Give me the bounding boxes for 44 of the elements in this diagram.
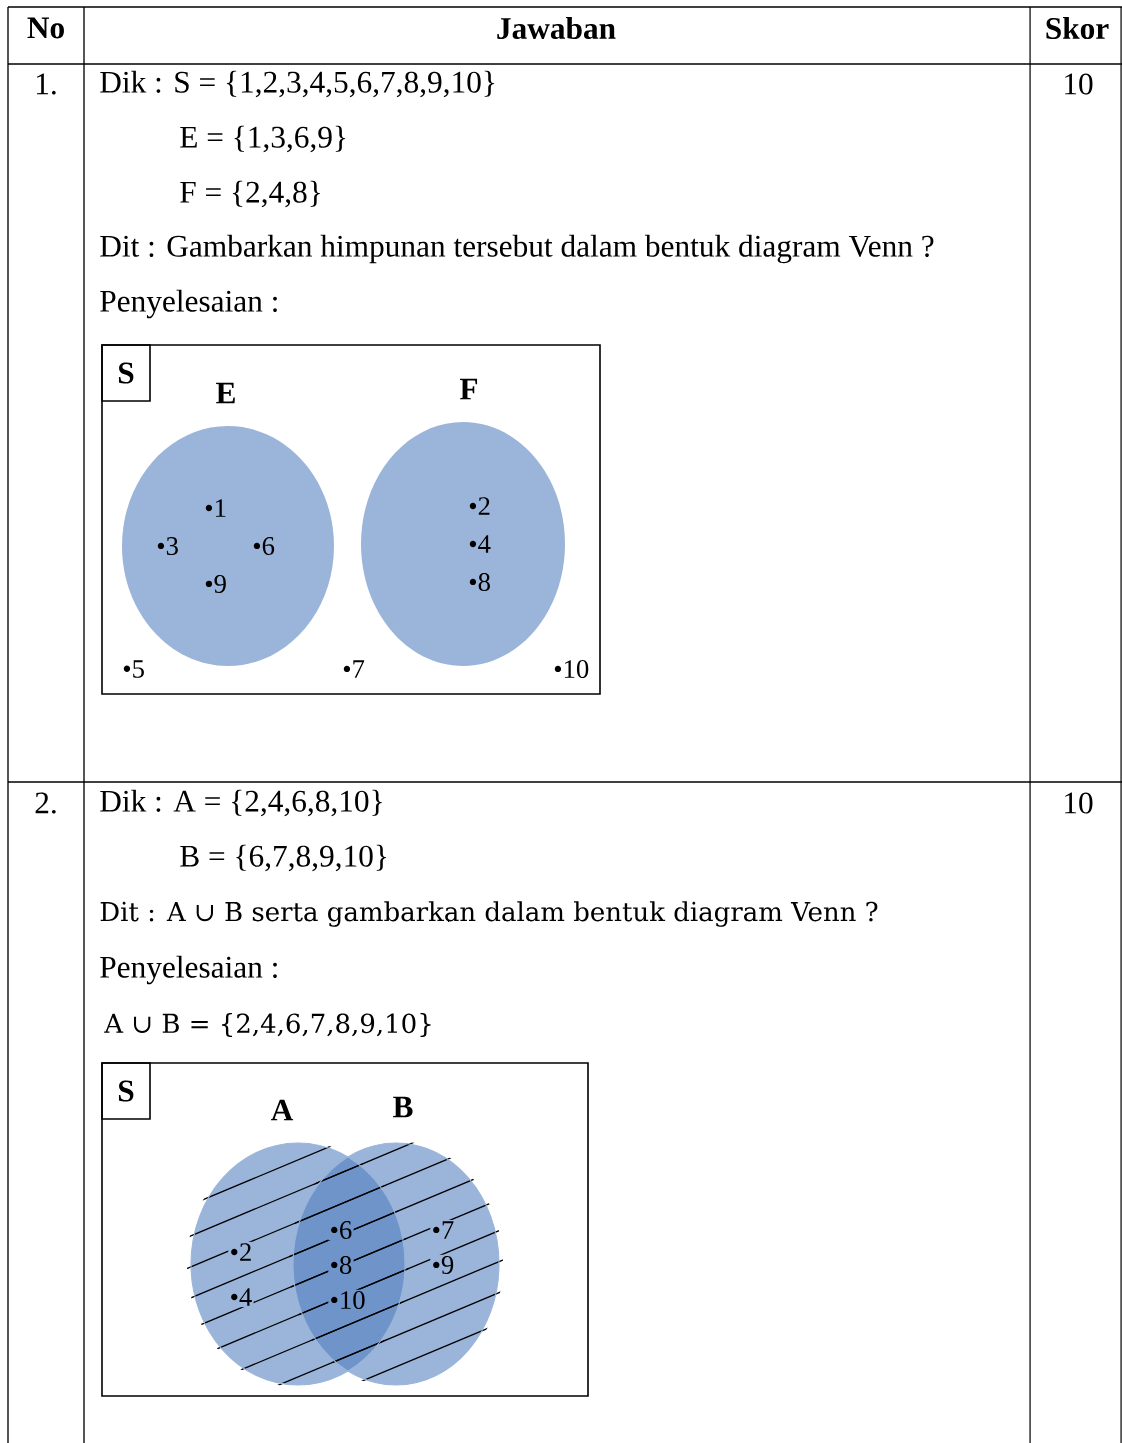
set-element: •4 xyxy=(469,535,491,553)
column-header: No xyxy=(27,17,64,39)
set-element: •8 xyxy=(469,573,490,591)
answer-text: F = {2,4,8} xyxy=(180,180,320,208)
answer-text: Dik : S = {1,2,3,4,5,6,7,8,9,10} xyxy=(100,70,495,98)
set-element: •9 xyxy=(205,575,226,593)
answer-text: Penyelesaian : xyxy=(100,289,277,319)
universal-set-box xyxy=(101,1062,589,1397)
score-value: 10 xyxy=(1065,73,1093,95)
set-element: •2 xyxy=(469,497,490,515)
answer-text: E = {1,3,6,9} xyxy=(180,125,346,153)
universal-set-box xyxy=(101,344,601,695)
set-element: •8 xyxy=(328,1254,354,1276)
answer-text: Penyelesaian : xyxy=(100,955,277,985)
set-element: •1 xyxy=(205,499,226,517)
set-element: •10 xyxy=(554,660,589,678)
answer-text: B = {6,7,8,9,10} xyxy=(180,844,387,872)
set-element: •3 xyxy=(157,537,178,555)
set-ellipse xyxy=(292,1142,500,1386)
column-header: Jawaban xyxy=(497,17,616,40)
set-element: •2 xyxy=(228,1241,254,1263)
answer-text: Dit : A ∪ B serta gambarkan dalam bentuk diagram Venn ? xyxy=(100,901,878,927)
set-name: E xyxy=(216,382,235,404)
set-ellipse xyxy=(190,1142,406,1386)
set-label-box: S xyxy=(101,344,151,402)
column-header: Skor xyxy=(1046,17,1109,40)
set-element: •10 xyxy=(328,1289,367,1311)
answer-text: Dik : A = {2,4,6,8,10} xyxy=(100,789,382,817)
set-element: •6 xyxy=(253,537,275,555)
set-name: B xyxy=(393,1096,413,1118)
set-label-box: S xyxy=(101,1062,151,1120)
answer-text: Dit : Gambarkan himpunan tersebut dalam bentuk diagram Venn ? xyxy=(100,234,934,264)
set-element: •5 xyxy=(123,660,144,678)
score-value: 10 xyxy=(1065,792,1093,814)
set-element: •4 xyxy=(228,1286,254,1308)
row-number: 2. xyxy=(35,792,56,814)
set-name: A xyxy=(271,1099,294,1121)
set-element: •9 xyxy=(430,1254,456,1276)
set-name: F xyxy=(460,378,478,400)
set-element: •7 xyxy=(430,1219,456,1241)
answer-text: A ∪ B = {2,4,6,7,8,9,10} xyxy=(104,1013,431,1037)
set-element: •6 xyxy=(328,1219,354,1241)
set-element: •7 xyxy=(343,660,365,678)
row-number: 1. xyxy=(37,73,56,95)
